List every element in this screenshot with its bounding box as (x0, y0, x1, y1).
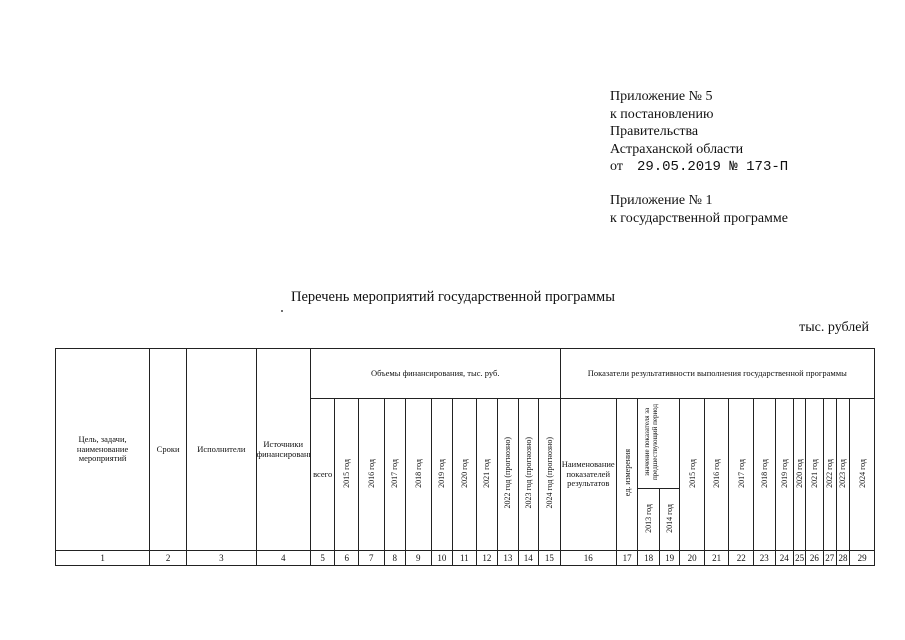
column-number: 8 (383, 550, 407, 566)
header-indicators-group: Показатели результативности выполнения г… (559, 348, 876, 399)
document-title: Перечень мероприятий государственной про… (291, 289, 615, 305)
header-sources: Источники финансирования (255, 348, 311, 551)
column-number: 7 (357, 550, 385, 566)
appendix-5-line: Правительства (610, 124, 699, 139)
column-number: 25 (792, 550, 807, 566)
column-number: 27 (822, 550, 837, 566)
header-indicator-year: 2016 год (712, 458, 722, 488)
program-activities-table: Цель, задачи, наименование мероприятий С… (54, 348, 876, 566)
header-funding-year: 2018 год (413, 458, 423, 488)
header-indicator-year: 2024 год (857, 458, 867, 488)
column-numbers-row: 1 2 3 4 5 6 7 8 9 10 11 12 13 14 15 16 1… (54, 550, 875, 566)
header-indicator-unit: ед. измерения (622, 449, 632, 497)
from-label: от (610, 159, 623, 174)
header-indicator-prev-year: 2014 год (665, 503, 674, 533)
header-funding-year: 2024 год (прогнозно) (544, 437, 554, 509)
header-indicator-year: 2015 год (687, 458, 697, 488)
appendix-5-block: Приложение № 5 к постановлению Правитель… (610, 88, 788, 177)
column-number: 14 (517, 550, 540, 566)
column-number: 3 (186, 550, 257, 566)
header-indicator-year: 2020 год (794, 458, 804, 488)
column-number: 22 (728, 550, 755, 566)
header-indicator-prev-period-text: значение показателя за предшествующий пе… (642, 404, 659, 481)
column-number: 16 (559, 550, 617, 566)
appendix-5-line: к постановлению (610, 106, 714, 122)
units-label: тыс. рублей (799, 320, 869, 335)
column-number: 26 (805, 550, 824, 566)
header-indicator-year: 2022 год (825, 458, 835, 488)
column-number: 6 (334, 550, 359, 566)
column-number: 11 (452, 550, 477, 566)
header-indicator-prev-year: 2013 год (644, 503, 654, 533)
column-number: 17 (615, 550, 639, 566)
header-indicator-year: 2023 год (838, 458, 848, 488)
header-indicator-prev-period: значение показателя за предшествующий пе… (637, 398, 681, 489)
appendix-1-block: Приложение № 1 к государственной програм… (610, 192, 788, 227)
header-indicator-year: 2018 год (759, 458, 769, 488)
header-funding-year: 2021 год (482, 458, 492, 488)
header-funding-group: Объемы финансирования, тыс. руб. (309, 348, 561, 399)
column-number: 20 (679, 550, 705, 566)
header-funding-year: 2017 год (390, 458, 400, 488)
column-number: 28 (835, 550, 851, 566)
column-number: 9 (405, 550, 432, 566)
column-number: 21 (703, 550, 730, 566)
header-indicator-year: 2021 год (809, 458, 819, 488)
header-executors: Исполнители (186, 348, 257, 551)
column-number: 29 (849, 550, 875, 566)
header-funding-total: всего (309, 398, 336, 551)
column-number: 10 (430, 550, 454, 566)
header-indicator-year: 2017 год (736, 458, 746, 488)
scan-speck (281, 310, 283, 312)
appendix-1-line: к государственной программе (610, 210, 788, 226)
appendix-5-line: Приложение № 5 (610, 89, 713, 104)
header-funding-year: 2019 год (437, 458, 447, 488)
header-indicator-year: 2019 год (779, 458, 789, 488)
column-number: 18 (637, 550, 660, 566)
column-number: 23 (753, 550, 776, 566)
column-number: 24 (774, 550, 794, 566)
column-number: 4 (255, 550, 311, 566)
header-indicator-name: Наименование показателей результатов (559, 398, 617, 551)
column-number: 13 (497, 550, 519, 566)
column-number: 5 (309, 550, 336, 566)
header-funding-year: 2020 год (459, 458, 469, 488)
header-terms: Сроки (149, 348, 188, 551)
header-goal: Цель, задачи, наименование мероприятий (54, 348, 151, 551)
column-number: 15 (538, 550, 561, 566)
header-funding-year: 2016 год (366, 458, 376, 488)
resolution-date-number: 29.05.2019 № 173-П (636, 159, 789, 175)
appendix-5-line: Астраханской области (610, 141, 744, 157)
column-number: 12 (475, 550, 499, 566)
header-funding-year: 2022 год (прогнозно) (503, 437, 513, 509)
header-funding-year: 2015 год (342, 458, 352, 488)
appendix-5-date-line: от 29.05.2019 № 173-П (610, 158, 788, 177)
header-funding-year: 2023 год (прогнозно) (523, 437, 533, 509)
appendix-1-line: Приложение № 1 (610, 193, 713, 208)
column-number: 19 (658, 550, 681, 566)
column-number: 1 (54, 550, 151, 566)
column-number: 2 (149, 550, 188, 566)
